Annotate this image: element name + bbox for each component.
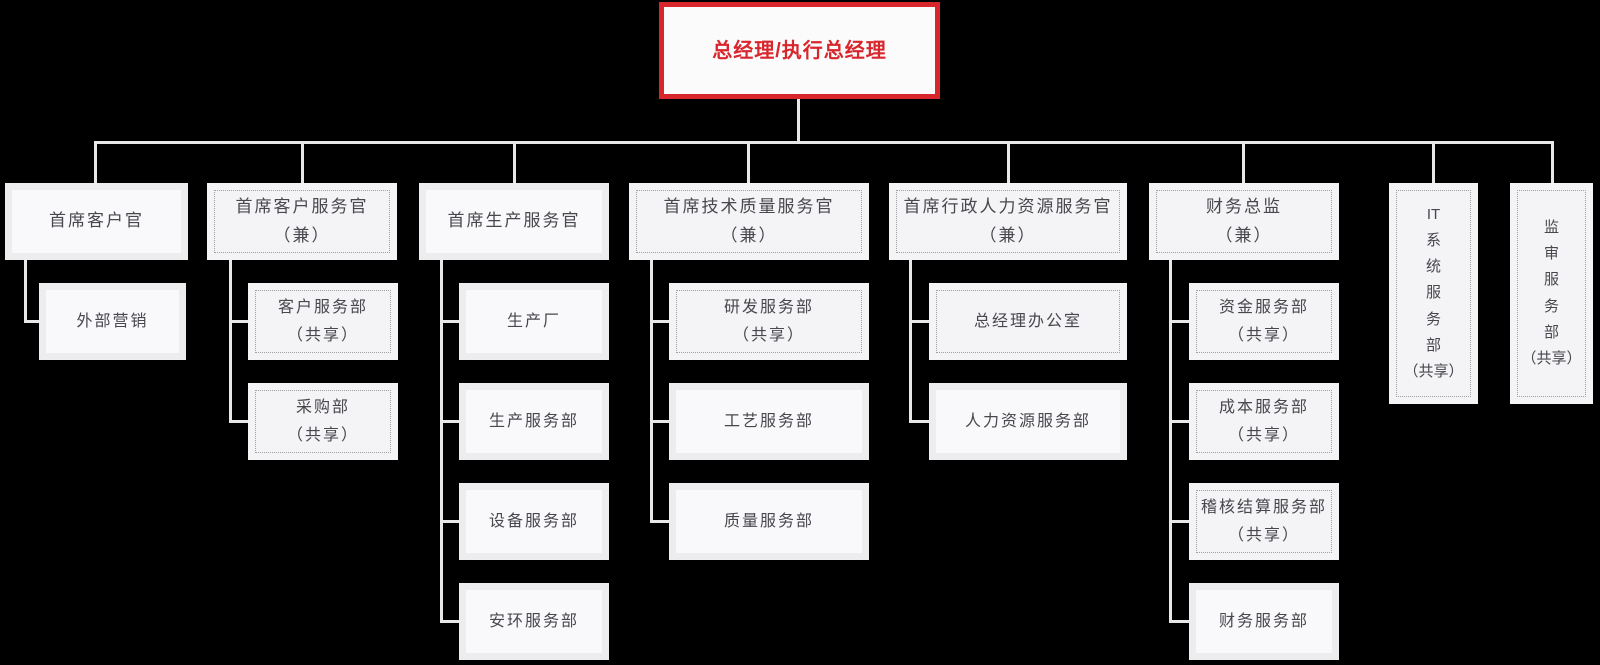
node-gm-office: 总经理办公室	[929, 283, 1127, 360]
node-safety-env-service-dept: 安环服务部	[459, 583, 609, 660]
trunk-line-ccso	[229, 260, 232, 423]
node-label: 总经理办公室	[973, 312, 1082, 330]
node-procurement-dept: 采购部 （共享）	[248, 383, 398, 460]
trunk-line-cco	[24, 260, 27, 323]
node-label: 监 审 服 务 部 （共享）	[1521, 218, 1582, 367]
node-label: 设备服务部	[488, 512, 579, 530]
trunk-line-cpso	[440, 260, 443, 623]
node-label: 总经理/执行总经理	[712, 39, 887, 62]
stub-line	[440, 320, 459, 323]
node-chief-customer-officer: 首席客户官	[5, 183, 188, 260]
stub-line	[1169, 620, 1189, 623]
stub-line	[909, 420, 929, 423]
node-finance-director: 财务总监 （兼）	[1149, 183, 1339, 260]
stub-line	[440, 520, 459, 523]
drop-line-ccso	[301, 141, 304, 183]
stub-line	[650, 520, 669, 523]
node-label: 生产厂	[506, 312, 561, 330]
drop-line-cfo	[1242, 141, 1245, 183]
drop-line-ctqso	[747, 141, 750, 183]
stub-line	[1169, 320, 1189, 323]
node-rd-service-dept: 研发服务部 （共享）	[669, 283, 869, 360]
drop-line-it	[1432, 141, 1435, 183]
trunk-line-cfo	[1169, 260, 1172, 623]
node-production-plant: 生产厂	[459, 283, 609, 360]
root-drop-line	[797, 99, 800, 143]
node-it-system-service-dept: IT 系 统 服 务 部 （共享）	[1389, 183, 1478, 404]
node-label: 稽核结算服务部 （共享）	[1200, 499, 1327, 544]
node-general-manager: 总经理/执行总经理	[659, 2, 940, 99]
stub-line	[650, 420, 669, 423]
node-label: 工艺服务部	[723, 412, 814, 430]
node-label: 生产服务部	[488, 412, 579, 430]
drop-line-cco	[94, 141, 97, 183]
node-chief-admin-hr-service-officer: 首席行政人力资源服务官 （兼）	[889, 183, 1127, 260]
node-chief-customer-service-officer: 首席客户服务官 （兼）	[207, 183, 397, 260]
node-label: 财务服务部	[1218, 612, 1309, 630]
drop-line-cahrso	[1007, 141, 1010, 183]
node-label: IT 系 统 服 务 部 （共享）	[1403, 205, 1464, 381]
node-production-service-dept: 生产服务部	[459, 383, 609, 460]
main-horizontal-line	[94, 141, 1554, 144]
node-audit-settlement-service-dept: 稽核结算服务部 （共享）	[1189, 483, 1339, 560]
node-external-marketing: 外部营销	[39, 283, 186, 360]
node-label: 首席技术质量服务官 （兼）	[663, 196, 835, 245]
node-supervision-audit-service-dept: 监 审 服 务 部 （共享）	[1510, 183, 1593, 404]
drop-line-cpso	[513, 141, 516, 183]
stub-line	[650, 320, 669, 323]
stub-line	[229, 320, 248, 323]
node-label: 资金服务部 （共享）	[1218, 299, 1309, 344]
node-process-service-dept: 工艺服务部	[669, 383, 869, 460]
node-chief-production-service-officer: 首席生产服务官	[419, 183, 609, 260]
stub-line	[24, 320, 40, 323]
stub-line	[229, 420, 248, 423]
trunk-line-ctqso	[650, 260, 653, 523]
node-finance-service-dept: 财务服务部	[1189, 583, 1339, 660]
trunk-line-cahrso	[909, 260, 912, 423]
node-label: 首席行政人力资源服务官 （兼）	[903, 196, 1113, 245]
stub-line	[440, 420, 459, 423]
node-cost-service-dept: 成本服务部 （共享）	[1189, 383, 1339, 460]
node-label: 客户服务部 （共享）	[277, 299, 368, 344]
node-label: 财务总监 （兼）	[1206, 196, 1282, 245]
node-label: 采购部 （共享）	[286, 399, 359, 444]
stub-line	[909, 320, 929, 323]
node-chief-tech-quality-service-officer: 首席技术质量服务官 （兼）	[629, 183, 869, 260]
node-equipment-service-dept: 设备服务部	[459, 483, 609, 560]
node-label: 首席生产服务官	[447, 211, 581, 231]
node-hr-service-dept: 人力资源服务部	[929, 383, 1127, 460]
node-label: 外部营销	[76, 312, 149, 330]
stub-line	[1169, 520, 1189, 523]
node-label: 人力资源服务部	[964, 412, 1091, 430]
node-quality-service-dept: 质量服务部	[669, 483, 869, 560]
node-label: 首席客户服务官 （兼）	[235, 196, 369, 245]
drop-line-audit	[1551, 141, 1554, 183]
node-label: 质量服务部	[723, 512, 814, 530]
node-label: 研发服务部 （共享）	[723, 299, 814, 344]
node-customer-service-dept: 客户服务部 （共享）	[248, 283, 398, 360]
node-label: 安环服务部	[488, 612, 579, 630]
stub-line	[440, 620, 459, 623]
node-treasury-service-dept: 资金服务部 （共享）	[1189, 283, 1339, 360]
stub-line	[1169, 420, 1189, 423]
node-label: 首席客户官	[49, 211, 144, 231]
node-label: 成本服务部 （共享）	[1218, 399, 1309, 444]
